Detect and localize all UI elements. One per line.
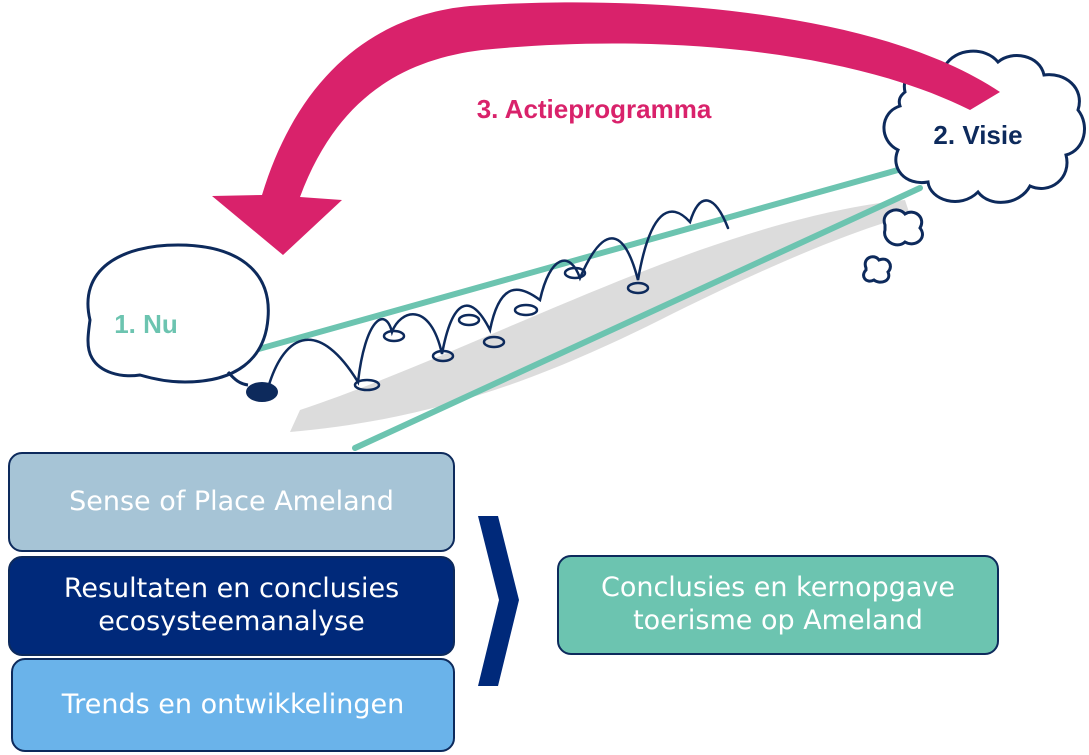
action-arrow xyxy=(212,2,1000,256)
box-trends: Trends en ontwikkelingen xyxy=(11,658,455,752)
label-now: 1. Nu xyxy=(114,309,178,339)
bounce-mark xyxy=(382,329,406,343)
label-vision: 2. Visie xyxy=(933,120,1022,150)
bounce-mark xyxy=(457,313,481,327)
bounce-mark xyxy=(482,335,506,349)
cloud-puff-small xyxy=(882,208,924,247)
label-action: 3. Actieprogramma xyxy=(477,94,712,124)
bounce-mark xyxy=(563,266,587,280)
speech-bubble-now xyxy=(86,243,270,384)
bounce-mark xyxy=(513,303,539,317)
bounce-mark xyxy=(353,378,381,392)
cloud-puff-tiny xyxy=(862,255,892,284)
bounce-mark xyxy=(431,349,455,363)
box-results-conclusions: Resultaten en conclusies ecosysteemanaly… xyxy=(8,556,455,656)
bounce-mark xyxy=(626,281,650,295)
speech-bubble-tail xyxy=(226,371,249,387)
track-line-bottom xyxy=(352,185,923,451)
chevron-right-icon xyxy=(478,516,519,686)
bounce-path xyxy=(266,199,730,390)
ground-shadow xyxy=(290,200,910,432)
start-dot xyxy=(246,382,278,402)
box-core-conclusions: Conclusies en kernopgave toerisme op Ame… xyxy=(557,555,999,655)
box-sense-of-place: Sense of Place Ameland xyxy=(8,452,455,552)
track-line-top xyxy=(245,165,908,355)
